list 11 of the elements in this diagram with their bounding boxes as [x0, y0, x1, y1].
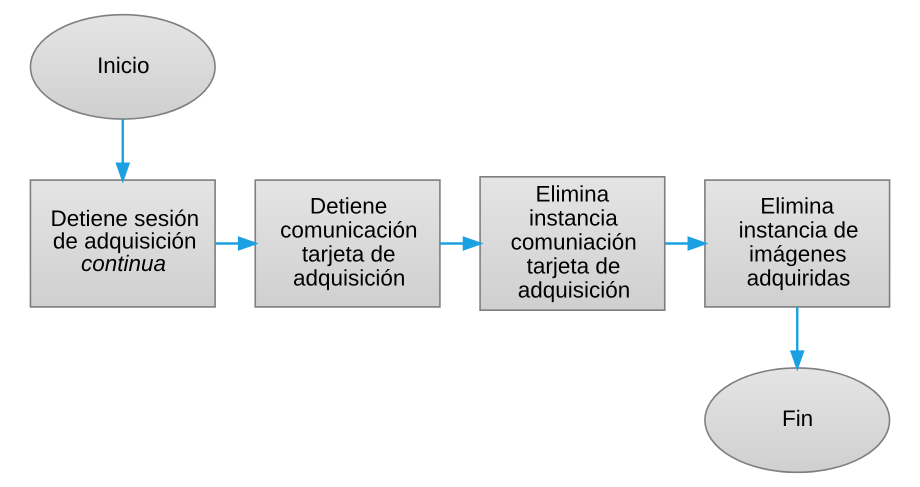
- node-box: Elimina instancia de imágenes adquiridas: [704, 179, 890, 308]
- arrow: [115, 119, 130, 184]
- node-ellipse: Fin: [704, 367, 890, 474]
- node-box: Elimina instancia comuniación tarjeta de adquisición: [479, 176, 666, 311]
- arrow: [790, 307, 805, 372]
- node-ellipse: Inicio: [30, 14, 216, 120]
- arrow: [440, 236, 484, 251]
- node-box: Detiene comunicación tarjeta de adquisición: [254, 179, 441, 308]
- node-box: Detiene sesión de adquisición continua: [30, 179, 216, 308]
- arrow: [665, 236, 708, 251]
- arrow: [215, 236, 259, 251]
